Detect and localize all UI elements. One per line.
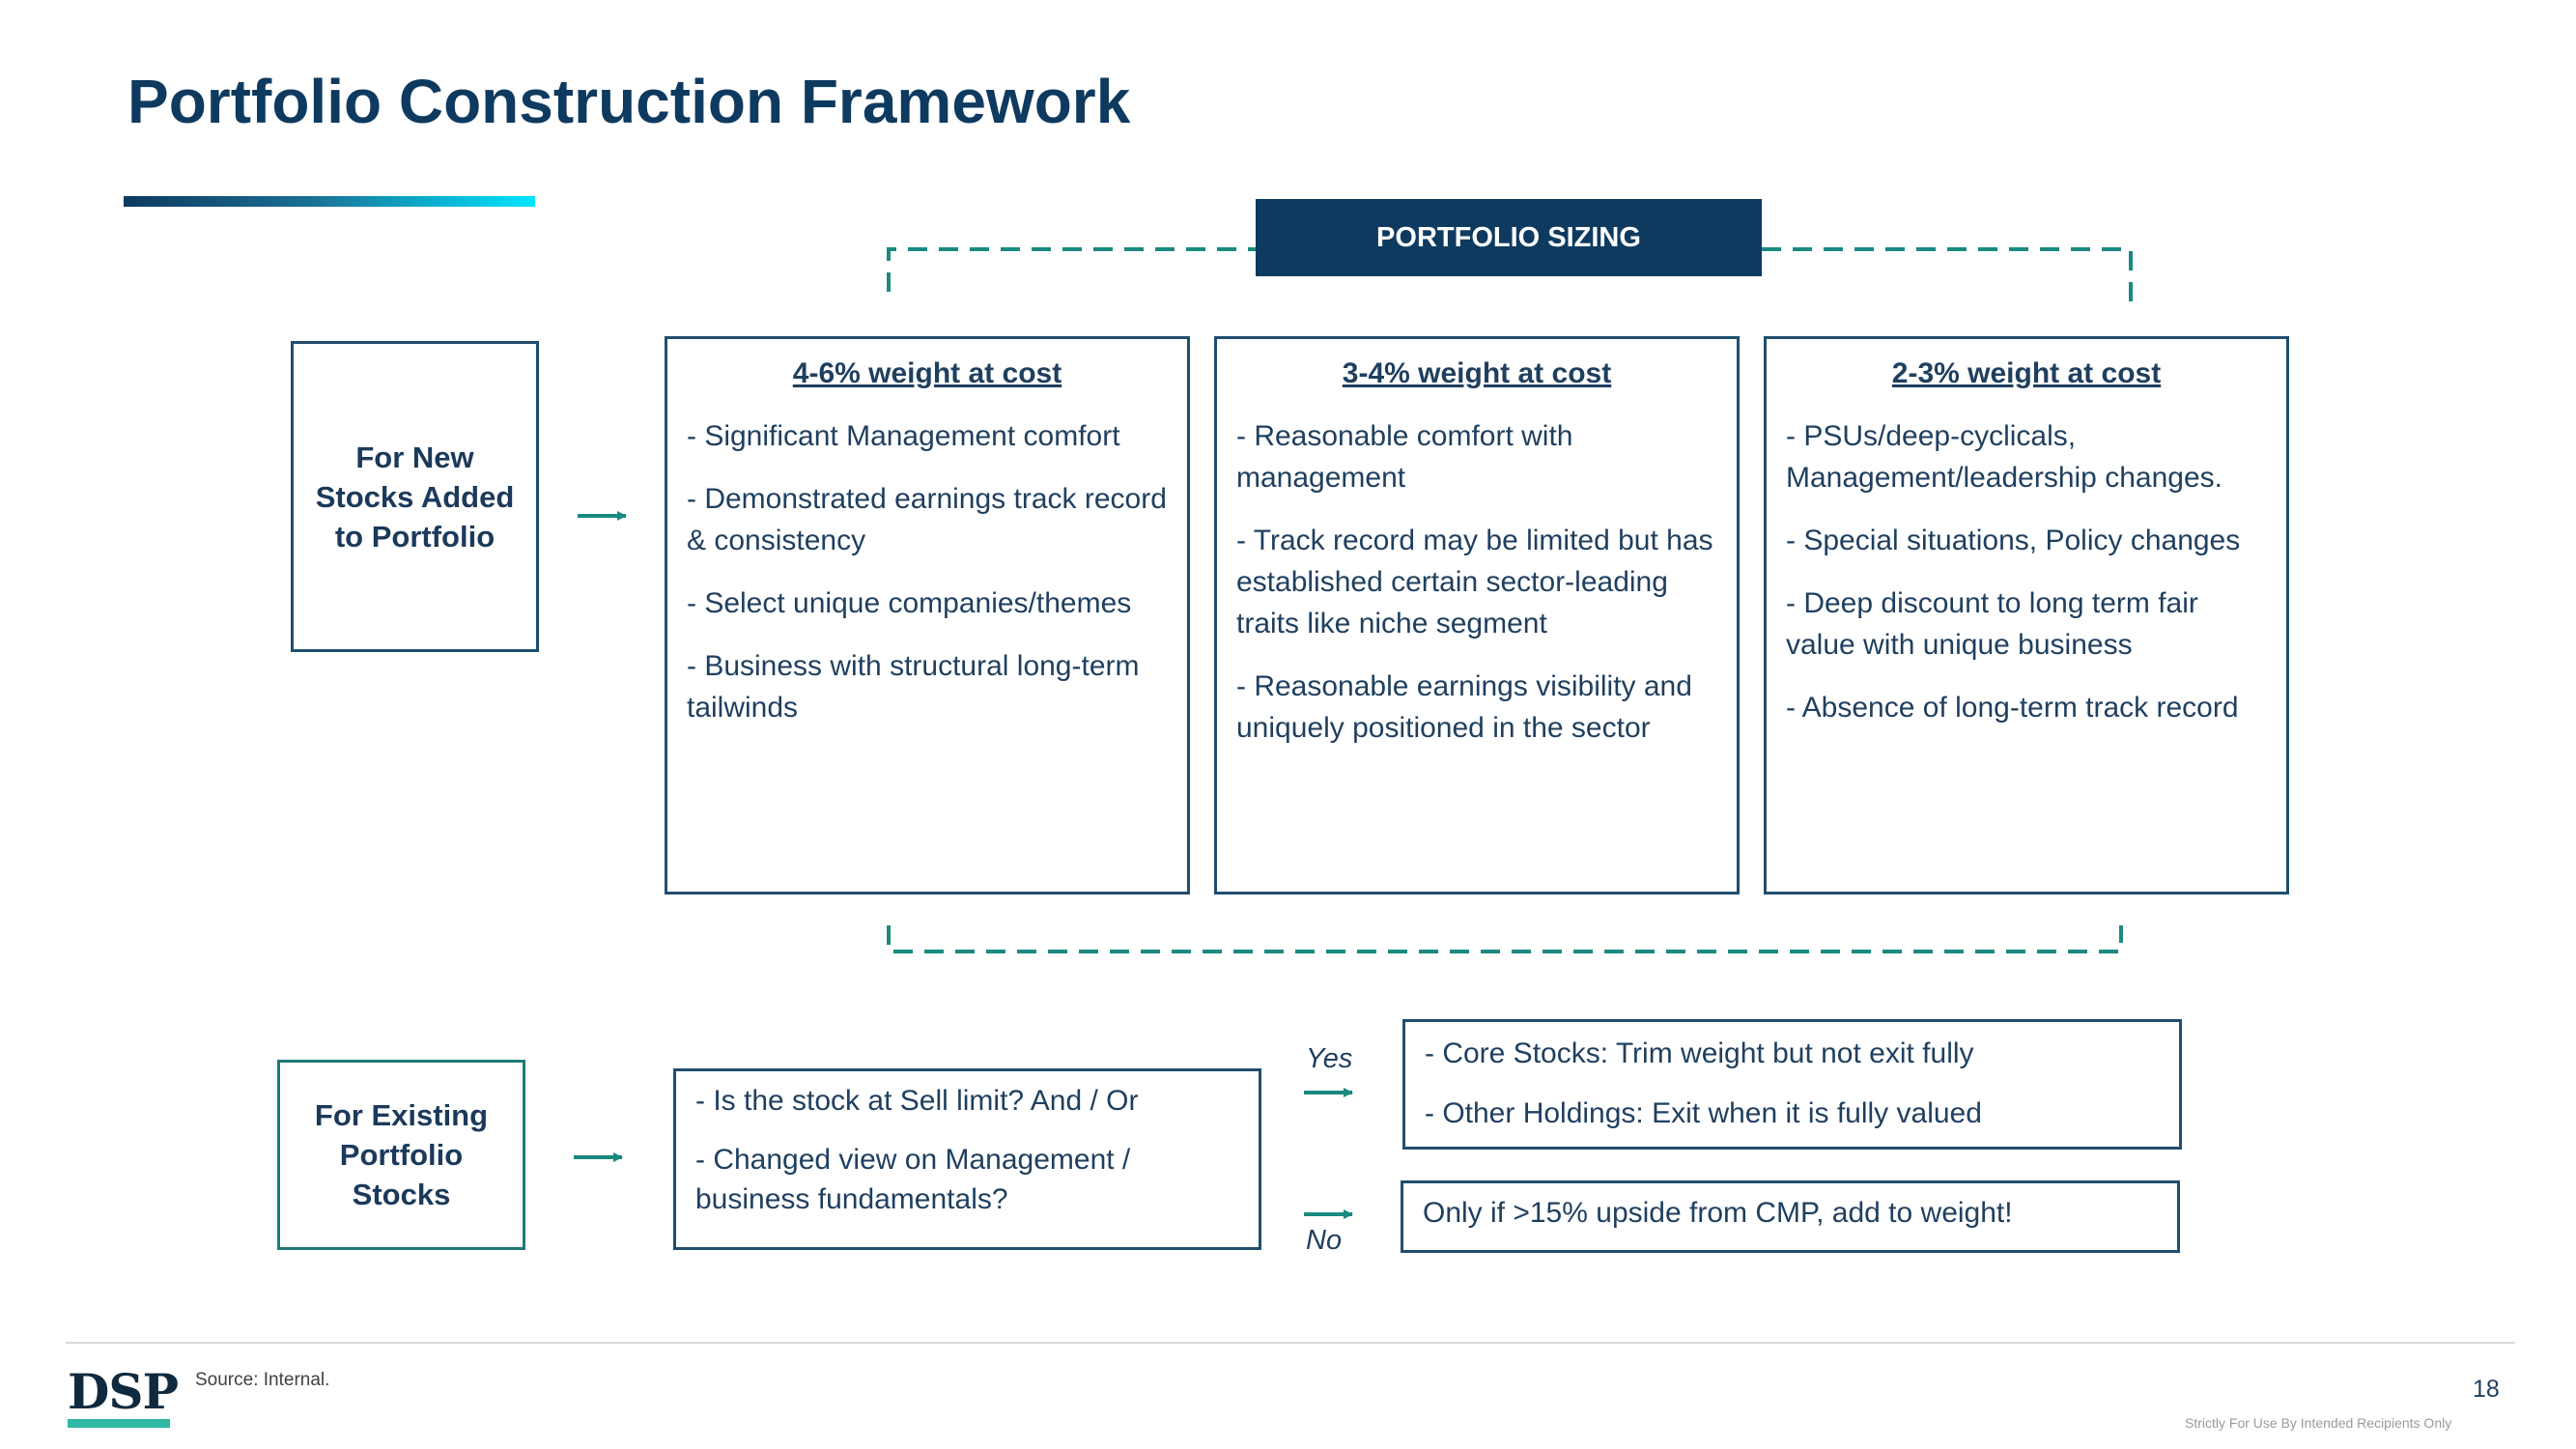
column-point: - Significant Management comfort [687,420,1120,452]
logo-underline [68,1419,170,1428]
column-point: - Deep discount to long term fair value … [1786,587,2198,661]
new-stocks-box: For New Stocks Added to Portfolio [291,341,539,652]
review-question: - Is the stock at Sell limit? And / Or [695,1085,1139,1117]
column-point: - Select unique companies/themes [687,587,1132,619]
source-note: Source: Internal. [195,1370,330,1390]
weight-column-3-4: 3-4% weight at cost - Reasonable comfort… [1214,336,1740,895]
review-question: - Changed view on Management / business … [695,1144,1131,1215]
no-outcome: Only if >15% upside from CMP, add to wei… [1423,1197,2013,1229]
column-point: - Special situations, Policy changes [1786,525,2241,556]
yes-outcome-box: - Core Stocks: Trim weight but not exit … [1402,1019,2182,1150]
weight-column-2-3: 2-3% weight at cost - PSUs/deep-cyclical… [1764,336,2289,895]
page-number: 18 [2473,1376,2500,1403]
column-heading: 3-4% weight at cost [1342,357,1612,389]
no-label: No [1306,1225,1343,1256]
column-point: - Demonstrated earnings track record & c… [687,483,1167,556]
column-point: - Track record may be limited but has es… [1236,525,1713,639]
page-title: Portfolio Construction Framework [127,67,1131,136]
existing-stocks-box: For Existing Portfolio Stocks [277,1060,525,1250]
confidentiality-note: Strictly For Use By Intended Recipients … [2185,1415,2452,1431]
footer-divider [66,1342,2515,1344]
bottom-dashed-bracket [887,925,2123,953]
title-underline [124,196,535,207]
column-point: - Business with structural long-term tai… [687,650,1140,724]
yes-outcome: - Other Holdings: Exit when it is fully … [1425,1097,1982,1129]
column-point: - Absence of long-term track record [1786,692,2239,724]
column-heading: 4-6% weight at cost [792,357,1062,389]
existing-stocks-label: For Existing Portfolio Stocks [314,1098,489,1211]
yes-label: Yes [1306,1043,1353,1074]
dsp-logo: DSP [68,1363,179,1420]
portfolio-sizing-header: PORTFOLIO SIZING [1256,199,1762,276]
review-questions-box: - Is the stock at Sell limit? And / Or -… [673,1068,1261,1250]
column-point: - Reasonable earnings visibility and uni… [1236,670,1692,744]
column-point: - Reasonable comfort with management [1236,420,1573,494]
new-stocks-label: For New Stocks Added to Portfolio [315,440,515,554]
top-dashed-bracket [887,247,2133,311]
column-point: - PSUs/deep-cyclicals, Management/leader… [1786,420,2222,494]
column-heading: 2-3% weight at cost [1891,357,2162,389]
weight-column-4-6: 4-6% weight at cost - Significant Manage… [665,336,1190,895]
no-outcome-box: Only if >15% upside from CMP, add to wei… [1401,1180,2180,1253]
yes-outcome: - Core Stocks: Trim weight but not exit … [1425,1037,1974,1069]
